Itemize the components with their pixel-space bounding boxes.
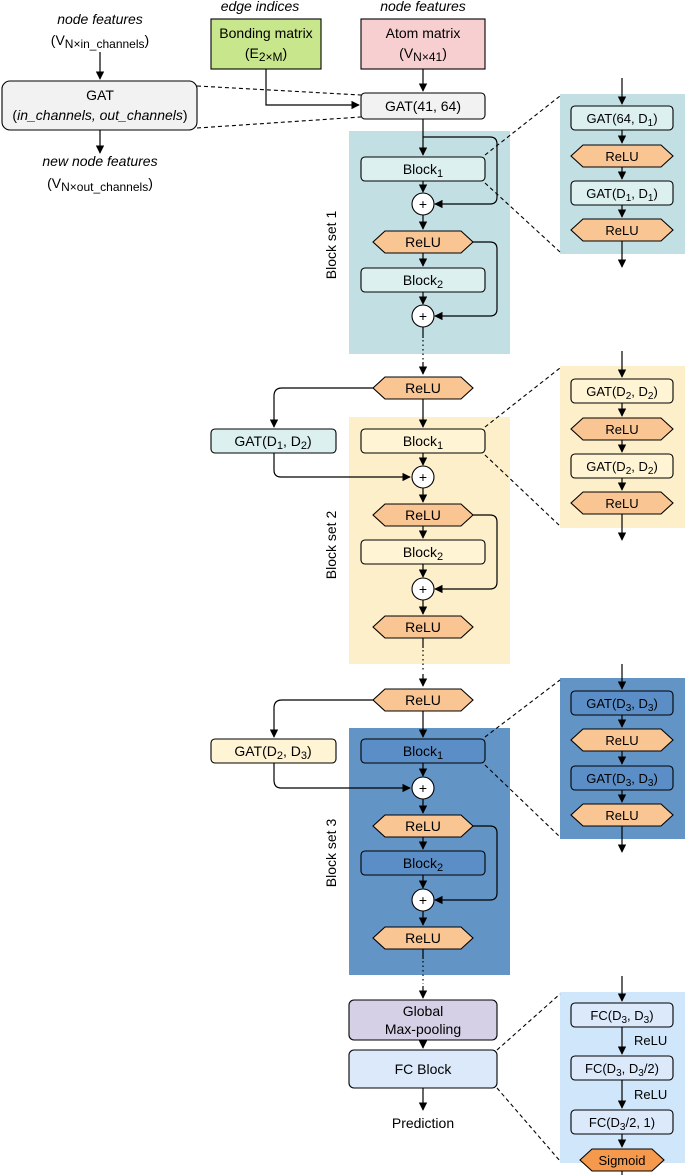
block-set-2-label: Block set 2 <box>323 511 339 580</box>
detail3-relu-b <box>570 803 674 827</box>
legend-gat-title: GAT <box>86 87 114 103</box>
bonding-matrix-dim: (E2×M) <box>245 45 287 64</box>
detail2-gat-b-label: GAT(D2, D2) <box>586 459 658 477</box>
atom-matrix-dim: (VN×41) <box>399 45 447 64</box>
bonding-matrix-label: Bonding matrix <box>219 25 312 41</box>
set2-add-1-sign: + <box>419 469 427 485</box>
detail2-relu-a <box>570 417 674 441</box>
detail1-gat-b-label: GAT(D1, D1) <box>586 186 658 204</box>
prediction-label: Prediction <box>392 1115 454 1131</box>
legend-new-node-features: new node features <box>42 153 157 169</box>
set3-block2-label: Block2 <box>403 855 443 874</box>
set1-block2-label: Block2 <box>403 272 443 291</box>
detail3-gat-a-label: GAT(D3, D3) <box>586 696 658 714</box>
set2-entry-relu <box>372 376 474 400</box>
fc-detail-sigmoid <box>579 1148 665 1172</box>
detail2-relu-b-label: ReLU <box>605 496 638 511</box>
fc-block-label: FC Block <box>395 1061 453 1077</box>
detail1-relu-b <box>570 218 674 242</box>
set3-skip-gat-label: GAT(D2, D3) <box>234 743 311 762</box>
legend-v-in: (VN×in_channels) <box>51 32 149 51</box>
set1-add-2-sign: + <box>419 308 427 324</box>
detail2-relu-a-label: ReLU <box>605 422 638 437</box>
set2-add-2-sign: + <box>419 581 427 597</box>
global-maxpool-line1: Global <box>403 1003 443 1019</box>
fc-detail-fc1-label: FC(D3, D3) <box>590 1008 653 1026</box>
detail2-gat-a-label: GAT(D2, D2) <box>586 384 658 402</box>
set2-entry-relu-label: ReLU <box>405 380 441 396</box>
set1-add-1-sign: + <box>419 196 427 212</box>
atom-matrix-box <box>360 18 486 70</box>
detail1-gat-a-label: GAT(64, D1) <box>586 111 657 129</box>
set3-entry-relu-label: ReLU <box>405 692 441 708</box>
fc-detail-sigmoid-label: Sigmoid <box>599 1153 646 1168</box>
detail3-gat-b-label: GAT(D3, D3) <box>586 771 658 789</box>
set1-relu-1-label: ReLU <box>405 234 441 250</box>
fc-detail-relu-1: ReLU <box>634 1033 667 1048</box>
fc-detail-relu-2: ReLU <box>634 1087 667 1102</box>
set3-relu-2 <box>372 926 474 950</box>
set3-add-2-sign: + <box>419 892 427 908</box>
set1-block1-label: Block1 <box>403 161 443 180</box>
legend-node-features-label: node features <box>57 11 143 27</box>
edge-indices-label: edge indices <box>221 0 300 14</box>
detail1-relu-a <box>570 144 674 168</box>
set2-relu-2-label: ReLU <box>405 619 441 635</box>
first-gat-label: GAT(41, 64) <box>385 98 461 114</box>
set3-add-1-sign: + <box>419 780 427 796</box>
fc-detail-fc3-label: FC(D3/2, 1) <box>589 1115 655 1133</box>
legend-v-out: (VN×out_channels) <box>47 175 153 194</box>
set2-relu-2 <box>372 615 474 639</box>
set2-block2-label: Block2 <box>403 544 443 563</box>
detail3-relu-a-label: ReLU <box>605 733 638 748</box>
atom-matrix-label: Atom matrix <box>386 25 461 41</box>
set2-skip-gat-label: GAT(D1, D2) <box>234 433 311 452</box>
set3-relu-1-label: ReLU <box>405 818 441 834</box>
detail1-relu-a-label: ReLU <box>605 149 638 164</box>
set3-relu-2-label: ReLU <box>405 930 441 946</box>
block-set-1-label: Block set 1 <box>323 211 339 280</box>
global-maxpool-line2: Max-pooling <box>385 1021 461 1037</box>
detail3-relu-a <box>570 728 674 752</box>
block-set-3-label: Block set 3 <box>323 819 339 888</box>
set2-block1-label: Block1 <box>403 433 443 452</box>
legend-gat-args: (in_channels, out_channels) <box>12 107 187 123</box>
node-features-label: node features <box>380 0 466 14</box>
set3-block1-label: Block1 <box>403 743 443 762</box>
set2-relu-1-label: ReLU <box>405 507 441 523</box>
set3-entry-relu <box>372 688 474 712</box>
detail3-relu-b-label: ReLU <box>605 808 638 823</box>
detail1-relu-b-label: ReLU <box>605 223 638 238</box>
detail2-relu-b <box>570 491 674 515</box>
